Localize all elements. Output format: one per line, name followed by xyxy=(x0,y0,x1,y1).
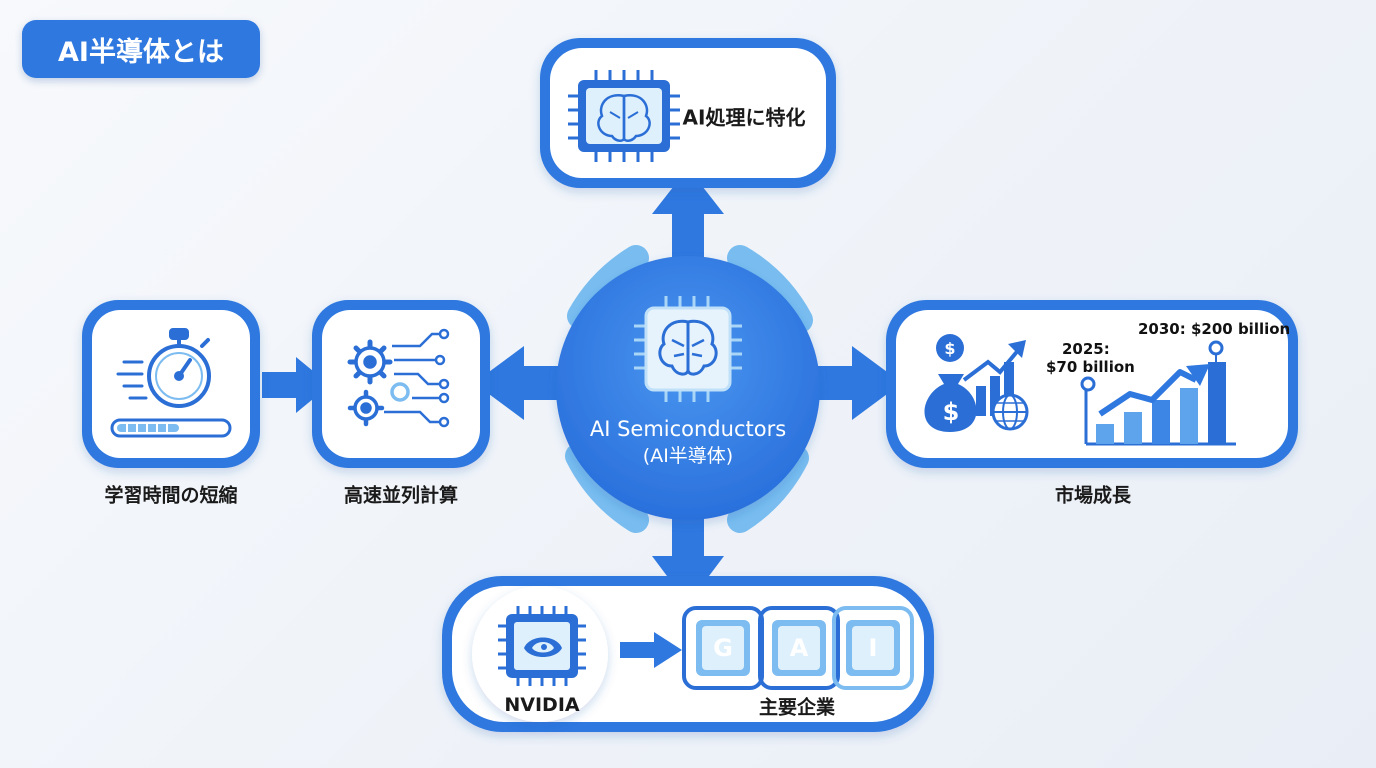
center-title-jp: (AI半導体) xyxy=(642,445,734,467)
brain-chip-icon xyxy=(568,70,680,162)
market-label: 市場成長 xyxy=(1054,484,1132,507)
page-title: AI半導体とは xyxy=(22,20,260,78)
market-2025-label: 2025: xyxy=(1062,340,1110,358)
company-chips xyxy=(682,606,914,690)
company-chip-a xyxy=(758,606,840,690)
company-chip-i xyxy=(832,606,914,690)
progress-bar xyxy=(110,418,232,438)
company-letter-a: A xyxy=(789,634,809,662)
arrow-up xyxy=(652,168,724,282)
market-2025-value: $70 billion xyxy=(1046,358,1135,376)
svg-text:$: $ xyxy=(944,339,955,358)
gears-label: 高速並列計算 xyxy=(343,484,459,507)
nvidia-label: NVIDIA xyxy=(504,694,580,716)
timer-label: 学習時間の短縮 xyxy=(104,484,238,507)
gears-circuit-icon xyxy=(347,328,450,428)
center-title-en: AI Semiconductors xyxy=(589,417,787,441)
top-node-label: AI処理に特化 xyxy=(682,105,806,130)
center-chip-icon xyxy=(634,296,742,402)
market-2030-label: 2030: $200 billion xyxy=(1138,320,1291,338)
money-bag-growth-icon: $ $ xyxy=(924,334,1029,432)
company-letter-i: I xyxy=(868,634,878,662)
growth-chart-icon xyxy=(1080,340,1236,446)
companies-label: 主要企業 xyxy=(758,696,836,719)
arrow-nvidia-to-companies xyxy=(620,632,682,668)
center-title: AI Semiconductors (AI半導体) xyxy=(538,415,838,469)
svg-text:$: $ xyxy=(943,398,960,426)
company-letter-g: G xyxy=(713,634,733,662)
stopwatch-icon xyxy=(116,328,211,408)
nvidia-chip-icon xyxy=(498,606,586,686)
company-chip-g xyxy=(682,606,764,690)
